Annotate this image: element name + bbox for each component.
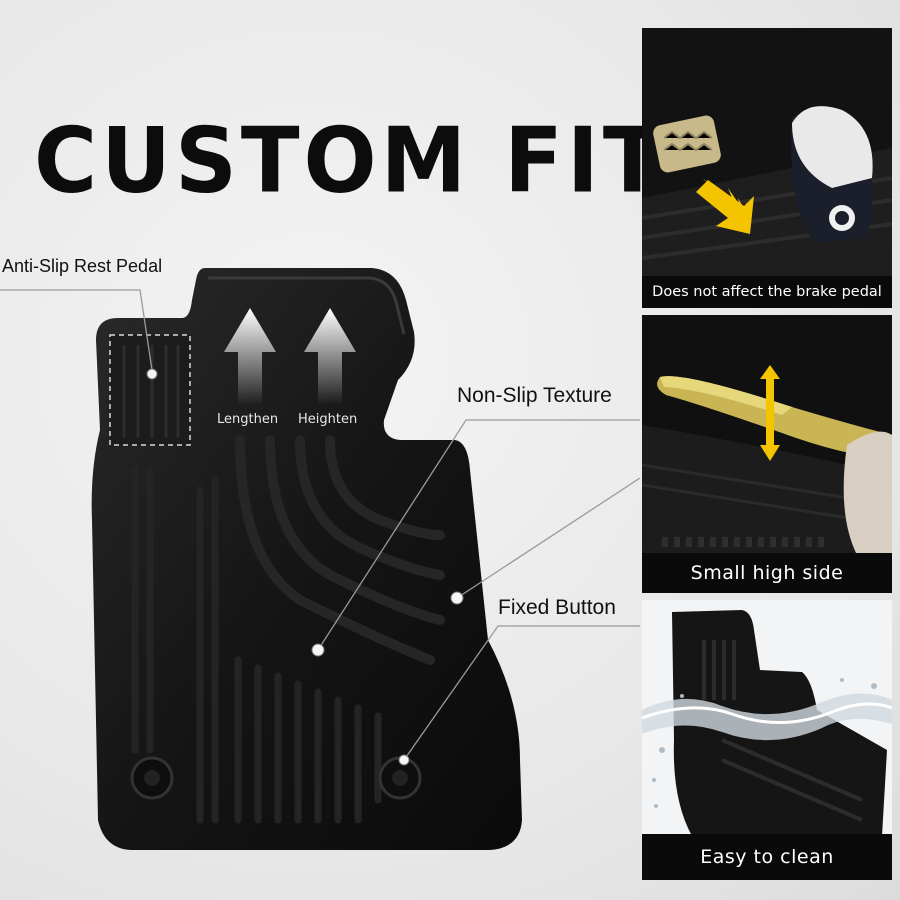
easy-clean-photo <box>642 600 892 836</box>
up-down-arrow-icon <box>760 365 780 461</box>
high-side-photo <box>642 315 892 555</box>
callout-non-slip-texture: Non-Slip Texture <box>457 384 612 407</box>
headline: CUSTOM FIT <box>34 108 666 214</box>
lengthen-label: Lengthen <box>217 412 279 427</box>
panel-easy-clean: Easy to clean <box>642 600 892 880</box>
panel-high-side: Small high side <box>642 315 892 593</box>
brake-pedal-photo <box>642 28 892 278</box>
callout-anti-slip-pedal: Anti-Slip Rest Pedal <box>2 256 163 276</box>
heighten-arrow <box>304 308 356 405</box>
caption-brake-pedal: Does not affect the brake pedal <box>642 276 892 308</box>
caption-high-side: Small high side <box>642 553 892 593</box>
heighten-label: Heighten <box>298 412 358 427</box>
caption-easy-clean: Easy to clean <box>642 834 892 880</box>
callout-fixed-button: Fixed Button <box>498 596 616 619</box>
lengthen-arrow <box>224 308 276 405</box>
panel-brake-pedal: Does not affect the brake pedal <box>642 28 892 308</box>
